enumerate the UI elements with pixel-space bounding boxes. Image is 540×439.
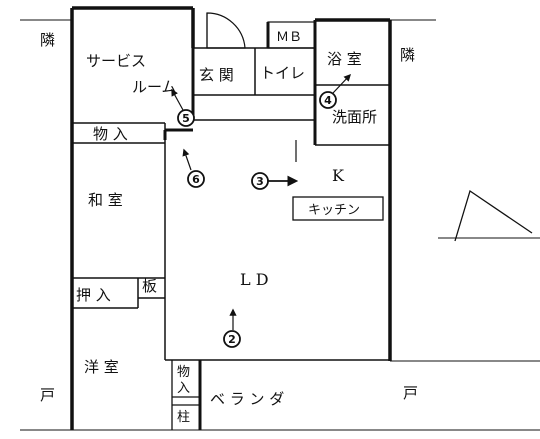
closet-top-label: 物 入	[93, 125, 128, 143]
board-label: 板	[142, 277, 157, 295]
pillar-label: 柱	[177, 410, 190, 425]
service-room-label-1: サービス	[86, 52, 146, 70]
entrance-toilet-block	[191, 47, 316, 121]
washroom-label: 洗面所	[332, 108, 377, 126]
viewpoint-4: 4	[319, 73, 351, 109]
viewpoint-2-number: 2	[228, 333, 236, 346]
japanese-room-label: 和 室	[88, 191, 123, 209]
north-arrow-icon	[454, 189, 533, 242]
kitchen-label: キッチン	[308, 203, 360, 218]
oshiire-label: 押 入	[76, 286, 111, 304]
bath-wash-block	[295, 20, 390, 162]
viewpoint-5-number: 5	[182, 112, 190, 125]
kitchen-counter	[292, 196, 384, 221]
viewpoint-3-number: 3	[256, 175, 264, 188]
western-room-label: 洋 室	[84, 358, 119, 376]
living-dining-label: L D	[240, 270, 269, 289]
closet-small-label-1: 物	[177, 365, 190, 380]
viewpoint-6-number: 6	[192, 173, 200, 186]
closet-small-label-2: 入	[177, 381, 190, 396]
neighbor-right-label: 隣	[400, 46, 415, 64]
exterior-walls	[70, 6, 392, 430]
kitchen-k-label: K	[332, 166, 345, 185]
neighbor-left-label: 隣	[40, 31, 55, 49]
entrance-door-icon	[206, 12, 246, 49]
closet-top-block	[72, 122, 193, 144]
viewpoint-4-number: 4	[324, 94, 332, 107]
viewpoint-3: 3	[251, 172, 299, 190]
viewpoint-5: 5	[171, 88, 195, 127]
viewpoint-6: 6	[182, 148, 205, 188]
viewpoint-2: 2	[223, 308, 241, 348]
japanese-room-block	[72, 143, 166, 360]
service-room-label-2: ルーム	[132, 78, 177, 96]
bathroom-label: 浴 室	[327, 50, 362, 68]
toilet-label: トイレ	[260, 64, 305, 82]
unit-right-label: 戸	[403, 384, 418, 402]
unit-left-label: 戸	[40, 386, 55, 404]
entrance-label: 玄 関	[199, 66, 234, 84]
mb-label: ＭＢ	[276, 30, 302, 45]
veranda-block	[165, 359, 390, 430]
veranda-label: ベ ラ ン ダ	[210, 390, 284, 408]
